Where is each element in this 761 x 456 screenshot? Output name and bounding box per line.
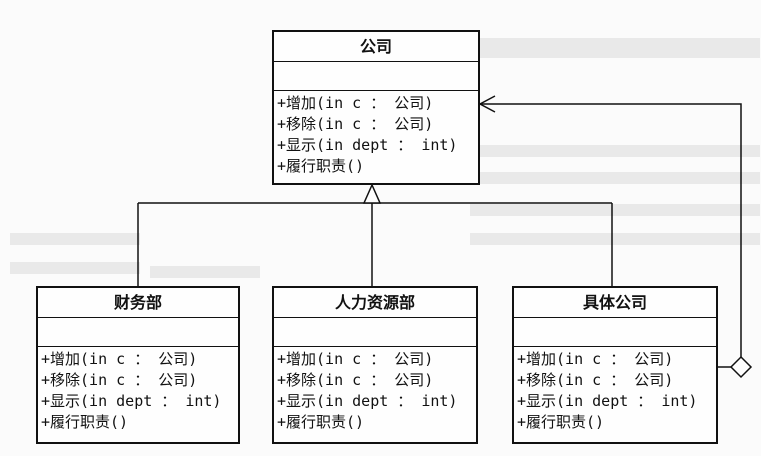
- operation-remove: +移除(in c ： 公司): [277, 371, 434, 389]
- class-operations: +增加(in c ： 公司) +移除(in c ： 公司) +显示(in dep…: [38, 347, 238, 433]
- operation-display: +显示(in dept ： int): [277, 136, 458, 154]
- operation-perform-duty: +履行职责(): [517, 413, 605, 431]
- operation-perform-duty: +履行职责(): [277, 413, 365, 431]
- class-company[interactable]: 公司 +增加(in c ： 公司) +移除(in c ： 公司) +显示(in …: [272, 30, 480, 185]
- operation-display: +显示(in dept ： int): [517, 392, 698, 410]
- class-name: 具体公司: [514, 288, 716, 318]
- class-operations: +增加(in c ： 公司) +移除(in c ： 公司) +显示(in dep…: [514, 347, 716, 433]
- operation-perform-duty: +履行职责(): [41, 413, 129, 431]
- class-hr[interactable]: 人力资源部 +增加(in c ： 公司) +移除(in c ： 公司) +显示(…: [272, 286, 478, 444]
- class-attributes: [274, 318, 476, 347]
- operation-remove: +移除(in c ： 公司): [41, 371, 198, 389]
- class-attributes: [38, 318, 238, 347]
- class-name: 公司: [274, 32, 478, 62]
- operation-add: +增加(in c ： 公司): [277, 94, 434, 112]
- class-operations: +增加(in c ： 公司) +移除(in c ： 公司) +显示(in dep…: [274, 91, 478, 177]
- operation-perform-duty: +履行职责(): [277, 157, 365, 175]
- aggregation-diamond: [729, 355, 753, 379]
- class-name: 财务部: [38, 288, 238, 318]
- operation-remove: +移除(in c ： 公司): [517, 371, 674, 389]
- operation-add: +增加(in c ： 公司): [517, 350, 674, 368]
- class-attributes: [274, 62, 478, 91]
- operation-display: +显示(in dept ： int): [277, 392, 458, 410]
- operation-display: +显示(in dept ： int): [41, 392, 222, 410]
- class-attributes: [514, 318, 716, 347]
- association-arrowhead: [478, 95, 496, 113]
- class-operations: +增加(in c ： 公司) +移除(in c ： 公司) +显示(in dep…: [274, 347, 476, 433]
- operation-add: +增加(in c ： 公司): [41, 350, 198, 368]
- generalization-arrowhead: [362, 183, 382, 204]
- class-finance[interactable]: 财务部 +增加(in c ： 公司) +移除(in c ： 公司) +显示(in…: [36, 286, 240, 444]
- operation-remove: +移除(in c ： 公司): [277, 115, 434, 133]
- operation-add: +增加(in c ： 公司): [277, 350, 434, 368]
- class-concrete-company[interactable]: 具体公司 +增加(in c ： 公司) +移除(in c ： 公司) +显示(i…: [512, 286, 718, 444]
- class-name: 人力资源部: [274, 288, 476, 318]
- aggregation-line: [480, 103, 742, 368]
